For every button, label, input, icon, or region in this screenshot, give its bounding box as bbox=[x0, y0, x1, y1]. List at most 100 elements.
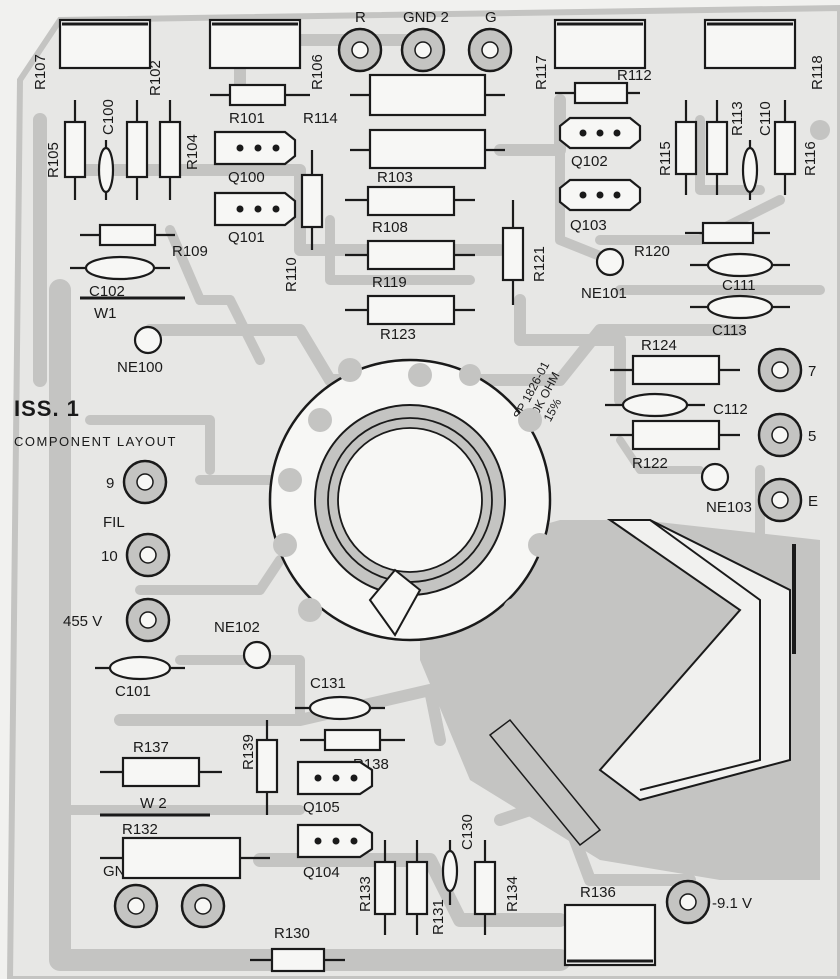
svg-text:W 2: W 2 bbox=[140, 795, 167, 812]
terminal-9: 9 bbox=[106, 459, 168, 505]
svg-text:R109: R109 bbox=[172, 243, 208, 260]
svg-text:C130: C130 bbox=[459, 814, 476, 850]
resistor-r115: R115 bbox=[657, 100, 698, 195]
svg-text:R103: R103 bbox=[377, 169, 413, 186]
transistor-q103: Q103 bbox=[558, 178, 642, 234]
svg-text:R112: R112 bbox=[617, 67, 652, 84]
svg-text:R124: R124 bbox=[641, 337, 677, 354]
capacitor-c102: C102 bbox=[70, 255, 170, 300]
terminals: R GND 2 G 7 5 E 9 FIL 10 bbox=[63, 9, 818, 929]
svg-text:R110: R110 bbox=[283, 257, 300, 292]
svg-text:G: G bbox=[485, 9, 497, 26]
svg-text:R117: R117 bbox=[533, 55, 550, 90]
svg-text:Q100: Q100 bbox=[228, 169, 265, 186]
neon-ne103: NE103 bbox=[700, 462, 752, 516]
svg-text:R122: R122 bbox=[632, 455, 668, 472]
svg-text:W1: W1 bbox=[94, 305, 117, 322]
svg-text:R119: R119 bbox=[372, 274, 407, 291]
trimmer-r118: R118 bbox=[703, 18, 826, 90]
resistor-r105: R105 bbox=[45, 100, 87, 200]
terminal-5: 5 bbox=[757, 412, 816, 458]
svg-text:C131: C131 bbox=[310, 675, 346, 692]
svg-text:R134: R134 bbox=[504, 876, 521, 912]
neon-lamps: NE100 NE101 NE102 NE103 bbox=[117, 247, 752, 670]
trimmers: R107 R106 R117 R118 R136 bbox=[32, 18, 826, 967]
svg-text:C101: C101 bbox=[115, 683, 151, 700]
resistor-r109: R109 bbox=[80, 223, 208, 260]
resistor-r116: R116 bbox=[773, 100, 819, 195]
svg-text:R136: R136 bbox=[580, 884, 616, 901]
transistor-q104: Q104 bbox=[296, 823, 374, 881]
svg-text:R139: R139 bbox=[240, 734, 257, 770]
resistor-r121: R121 bbox=[501, 200, 548, 305]
svg-text:R121: R121 bbox=[531, 246, 548, 282]
vertical-resistors: R105 R102 R104 R110 R121 R115 bbox=[45, 60, 819, 935]
resistor-r123: R123 bbox=[345, 294, 475, 343]
svg-text:NE102: NE102 bbox=[214, 619, 260, 636]
svg-text:R106: R106 bbox=[309, 54, 326, 90]
transistor-q100: Q100 bbox=[213, 130, 297, 186]
transistor-q102: Q102 bbox=[558, 116, 642, 170]
resistor-r124: R124 bbox=[610, 337, 740, 386]
resistor-r110: R110 bbox=[283, 150, 324, 292]
fil-label: FIL bbox=[103, 514, 125, 531]
svg-text:GND 2: GND 2 bbox=[403, 9, 449, 26]
terminal-b: B bbox=[180, 863, 226, 929]
capacitor-c101: C101 bbox=[95, 655, 185, 700]
svg-text:R115: R115 bbox=[657, 141, 674, 176]
jumper-w2: W 2 bbox=[100, 795, 210, 817]
svg-text:C113: C113 bbox=[712, 322, 747, 339]
svg-text:7: 7 bbox=[808, 363, 816, 380]
capacitor-c113: C113 bbox=[690, 294, 790, 339]
resistor-r112: R112 bbox=[555, 67, 652, 105]
svg-text:R: R bbox=[355, 9, 366, 26]
svg-text:R131: R131 bbox=[430, 899, 447, 935]
svg-text:R118: R118 bbox=[809, 55, 826, 90]
capacitor-c111: C111 bbox=[690, 252, 790, 294]
svg-text:NE101: NE101 bbox=[581, 285, 627, 302]
resistor-r103: R103 bbox=[350, 128, 505, 186]
trimmer-r106: R106 bbox=[208, 18, 326, 90]
svg-text:R102: R102 bbox=[147, 60, 164, 96]
svg-text:C110: C110 bbox=[757, 101, 774, 136]
trimmer-r136: R136 bbox=[563, 884, 657, 967]
resistor-r131: R131 bbox=[405, 840, 447, 935]
transistor-q101: Q101 bbox=[213, 191, 297, 246]
svg-text:R113: R113 bbox=[729, 101, 746, 136]
svg-text:R108: R108 bbox=[372, 219, 408, 236]
capacitor-c110: C110 bbox=[741, 101, 774, 200]
trimmer-r117: R117 bbox=[533, 18, 647, 90]
resistor-r122: R122 bbox=[610, 419, 740, 472]
svg-text:NE103: NE103 bbox=[706, 499, 752, 516]
neon-ne102: NE102 bbox=[214, 619, 272, 670]
terminal-g: G bbox=[467, 9, 513, 73]
svg-text:9: 9 bbox=[106, 475, 114, 492]
svg-text:C100: C100 bbox=[100, 99, 117, 135]
svg-text:R133: R133 bbox=[357, 876, 374, 912]
capacitor-c130: C130 bbox=[441, 814, 476, 905]
neon-ne100: NE100 bbox=[117, 325, 163, 376]
svg-text:10: 10 bbox=[101, 548, 118, 565]
resistor-r137: R137 bbox=[100, 739, 222, 788]
jumper-w1: W1 bbox=[80, 296, 185, 322]
svg-text:NE100: NE100 bbox=[117, 359, 163, 376]
title-block: ISS. 1 COMPONENT LAYOUT bbox=[14, 396, 177, 449]
transistor-q105: Q105 bbox=[296, 760, 374, 816]
resistor-r132: R132 bbox=[100, 821, 270, 880]
diagram-subtitle: COMPONENT LAYOUT bbox=[14, 434, 177, 449]
terminal-10: 10 bbox=[101, 532, 171, 578]
diagram-title: ISS. 1 bbox=[14, 396, 80, 421]
transistors: Q100 Q101 Q102 Q103 Q105 Q104 bbox=[213, 116, 642, 881]
trimmer-r107: R107 bbox=[32, 18, 152, 90]
resistor-r139: R139 bbox=[240, 720, 279, 815]
neon-ne101: NE101 bbox=[581, 247, 627, 302]
svg-text:R105: R105 bbox=[45, 142, 62, 178]
svg-text:R130: R130 bbox=[274, 925, 310, 942]
resistor-r134: R134 bbox=[473, 840, 521, 935]
capacitor-c112: C112 bbox=[605, 392, 748, 418]
svg-text:R101: R101 bbox=[229, 110, 265, 127]
svg-text:Q101: Q101 bbox=[228, 229, 265, 246]
svg-text:R120: R120 bbox=[634, 243, 670, 260]
